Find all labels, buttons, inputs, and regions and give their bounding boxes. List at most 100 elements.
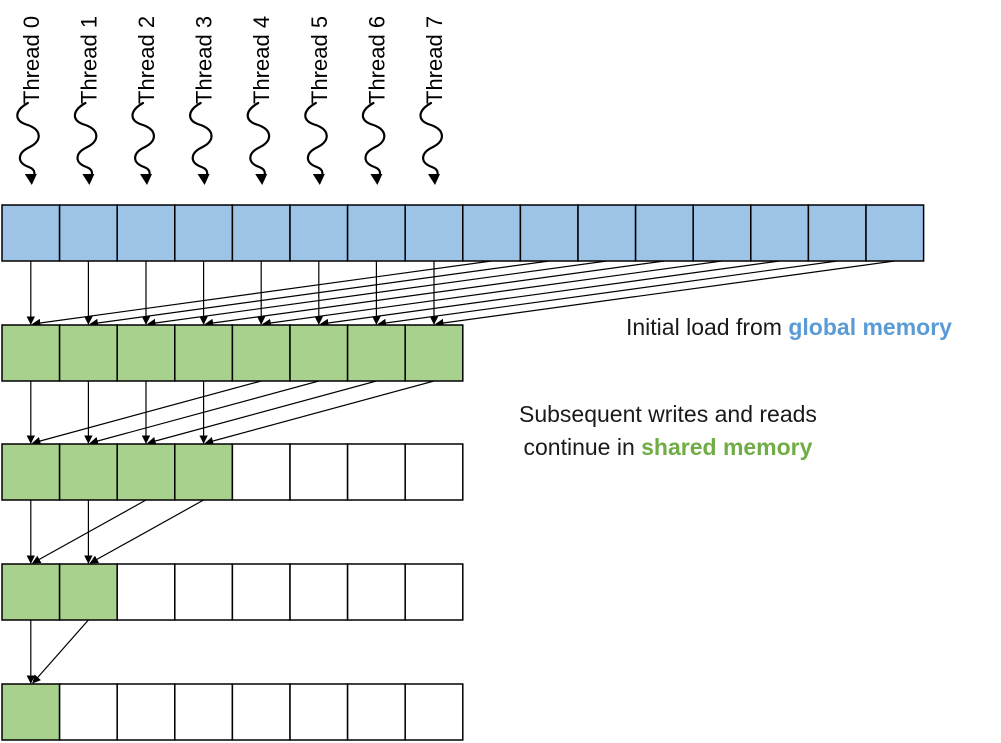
global-memory-cell	[692, 204, 752, 262]
thread-arrowhead	[24, 174, 37, 185]
global-memory-cell	[750, 204, 810, 262]
thread-arrowhead	[82, 174, 95, 185]
flow-arrow	[31, 260, 492, 328]
empty-cell	[116, 683, 176, 741]
thread-label: Thread 4	[249, 16, 274, 104]
empty-cell	[116, 563, 176, 621]
empty-cell	[346, 563, 406, 621]
memory-row-4	[1, 683, 464, 741]
flow-arrow	[147, 380, 377, 446]
global-memory-cell	[289, 204, 349, 262]
shared-memory-cell	[346, 324, 406, 382]
thread-label: Thread 7	[422, 16, 447, 104]
thread-arrowhead	[428, 174, 440, 185]
flow-arrow	[32, 619, 89, 684]
flow-arrow	[89, 260, 550, 328]
empty-cell	[58, 683, 118, 741]
global-memory-cell	[807, 204, 867, 262]
empty-cell	[231, 443, 291, 501]
flow-arrow	[204, 380, 435, 446]
flow-arrow	[89, 499, 204, 564]
thread-2: Thread 2	[131, 16, 159, 185]
shared-memory-cell	[58, 563, 118, 621]
global-memory-cell	[346, 204, 406, 262]
empty-cell	[231, 563, 291, 621]
thread-squiggle	[131, 101, 155, 183]
global-memory-cell	[865, 204, 925, 262]
shared-memory-cell	[1, 563, 61, 621]
thread-label: Thread 0	[19, 16, 44, 104]
thread-label: Thread 1	[76, 16, 101, 104]
global-memory-cell	[174, 204, 234, 262]
thread-6: Thread 6	[361, 16, 389, 185]
global-memory-cell	[116, 204, 176, 262]
empty-cell	[289, 563, 349, 621]
thread-squiggle	[189, 101, 213, 183]
thread-squiggle	[16, 101, 40, 183]
flow-arrow	[204, 260, 665, 328]
thread-label: Thread 5	[307, 16, 332, 104]
empty-cell	[404, 683, 464, 741]
shared-caption-line1: Subsequent writes and reads	[519, 401, 817, 427]
thread-3: Thread 3	[189, 16, 217, 185]
flow-arrow	[89, 380, 319, 446]
shared-memory-cell	[231, 324, 291, 382]
global-memory-cell	[1, 204, 61, 262]
shared-memory-cell	[1, 324, 61, 382]
flow-arrow	[319, 260, 780, 328]
global-memory-cell	[404, 204, 464, 262]
empty-cell	[404, 563, 464, 621]
global-memory-cell	[634, 204, 694, 262]
shared-memory-cell	[1, 683, 61, 741]
thread-squiggle	[246, 101, 271, 183]
thread-arrowhead	[370, 174, 383, 185]
thread-5: Thread 5	[304, 16, 332, 185]
shared-memory-cell	[174, 324, 234, 382]
shared-caption-line2: continue in shared memory	[519, 431, 817, 464]
shared-memory-cell	[289, 324, 349, 382]
flow-arrow	[377, 260, 838, 328]
thread-squiggle	[304, 101, 328, 183]
global-memory-cell	[519, 204, 579, 262]
shared-caption-prefix: continue in	[523, 434, 642, 460]
global-caption-prefix: Initial load from	[626, 314, 789, 340]
shared-memory-cell	[1, 443, 61, 501]
empty-cell	[289, 683, 349, 741]
global-memory-cell	[58, 204, 118, 262]
thread-1: Thread 1	[73, 16, 101, 185]
memory-row-3	[1, 563, 464, 621]
memory-rows	[1, 204, 925, 741]
memory-row-0	[1, 204, 925, 262]
empty-cell	[231, 683, 291, 741]
thread-squiggle	[73, 101, 98, 183]
global-memory-cell	[462, 204, 522, 262]
thread-squiggle	[361, 101, 386, 183]
shared-memory-caption: Subsequent writes and reads continue in …	[519, 398, 817, 464]
empty-cell	[346, 443, 406, 501]
data-flow-arrows	[26, 260, 895, 684]
shared-memory-cell	[58, 443, 118, 501]
empty-cell	[174, 683, 234, 741]
thread-0: Thread 0	[16, 16, 44, 185]
thread-squiggle	[419, 101, 443, 183]
flow-arrow	[32, 499, 147, 564]
thread-arrowhead	[140, 174, 152, 185]
shared-memory-highlight: shared memory	[641, 434, 813, 460]
global-memory-cell	[577, 204, 637, 262]
threads: Thread 0 Thread 1 Thread 2 Thread 3 Thread 4…	[16, 16, 447, 185]
empty-cell	[404, 443, 464, 501]
shared-memory-cell	[174, 443, 234, 501]
flow-arrow	[262, 260, 723, 328]
global-memory-cell	[231, 204, 291, 262]
flow-arrow	[31, 380, 262, 446]
flow-arrow	[147, 260, 607, 328]
flow-arrow	[435, 260, 895, 328]
shared-memory-cell	[58, 324, 118, 382]
global-memory-caption: Initial load from global memory	[626, 311, 952, 344]
empty-cell	[174, 563, 234, 621]
thread-4: Thread 4	[246, 16, 274, 185]
shared-memory-cell	[404, 324, 464, 382]
memory-row-1	[1, 324, 464, 382]
thread-arrowhead	[197, 174, 210, 185]
